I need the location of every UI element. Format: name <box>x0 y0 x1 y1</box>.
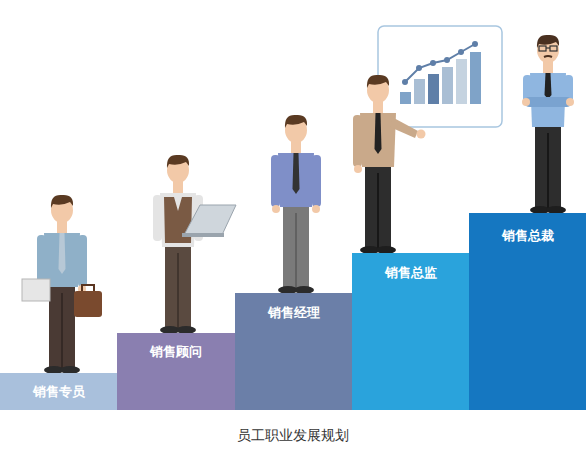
step-label: 销售总监 <box>352 264 469 282</box>
person-figure <box>271 115 321 294</box>
person-figure <box>353 75 426 254</box>
person-figure <box>22 195 102 374</box>
step-label: 销售总裁 <box>469 227 586 245</box>
career-step: 销售顾问 <box>117 333 235 410</box>
caption: 员工职业发展规划 <box>0 425 586 445</box>
career-step: 销售总监 <box>352 253 469 410</box>
career-step: 销售专员 <box>0 373 117 410</box>
career-step: 销售经理 <box>235 293 352 410</box>
career-step: 销售总裁 <box>469 213 586 410</box>
step-label: 销售专员 <box>0 383 117 401</box>
chart-board <box>378 26 502 127</box>
person-figure <box>522 35 574 214</box>
step-label: 销售经理 <box>235 304 352 322</box>
person-figure <box>153 155 236 334</box>
step-label: 销售顾问 <box>117 343 235 361</box>
